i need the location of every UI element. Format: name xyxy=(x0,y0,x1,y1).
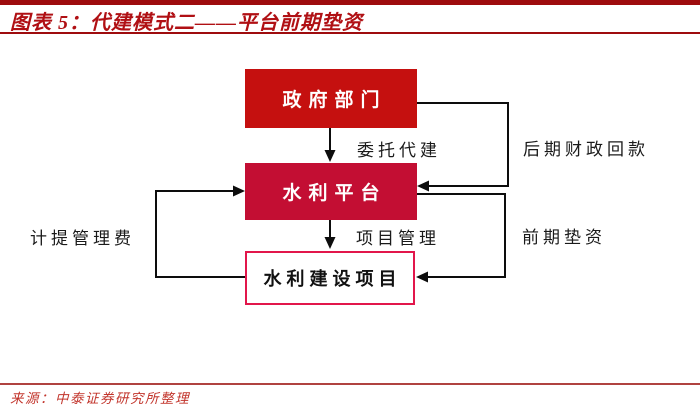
footer-divider xyxy=(0,383,700,385)
edge-label-entrust-construction: 委托代建 xyxy=(357,141,441,160)
edge-label-management-fee: 计提管理费 xyxy=(30,229,135,248)
arrow-mgmt-fee xyxy=(155,185,245,278)
edge-label-advance-funding: 前期垫资 xyxy=(522,228,606,247)
node-water-platform-label: 水利平台 xyxy=(282,183,387,204)
top-accent-bar xyxy=(0,0,700,5)
node-water-platform: 水利平台 xyxy=(245,163,417,220)
figure-title: 图表 5：代建模式二——平台前期垫资 xyxy=(10,12,363,34)
node-construction-project-label: 水利建设项目 xyxy=(263,269,402,289)
edge-label-fiscal-repayment: 后期财政回款 xyxy=(523,140,649,159)
node-construction-project: 水利建设项目 xyxy=(245,251,415,305)
node-government-dept: 政府部门 xyxy=(245,69,417,128)
title-underline xyxy=(0,32,700,34)
arrow-entrust xyxy=(324,128,336,162)
edge-label-project-management: 项目管理 xyxy=(356,229,440,248)
arrow-project-mgmt xyxy=(324,220,336,249)
source-note: 来源：中泰证券研究所整理 xyxy=(10,391,190,406)
node-government-dept-label: 政府部门 xyxy=(282,90,387,111)
